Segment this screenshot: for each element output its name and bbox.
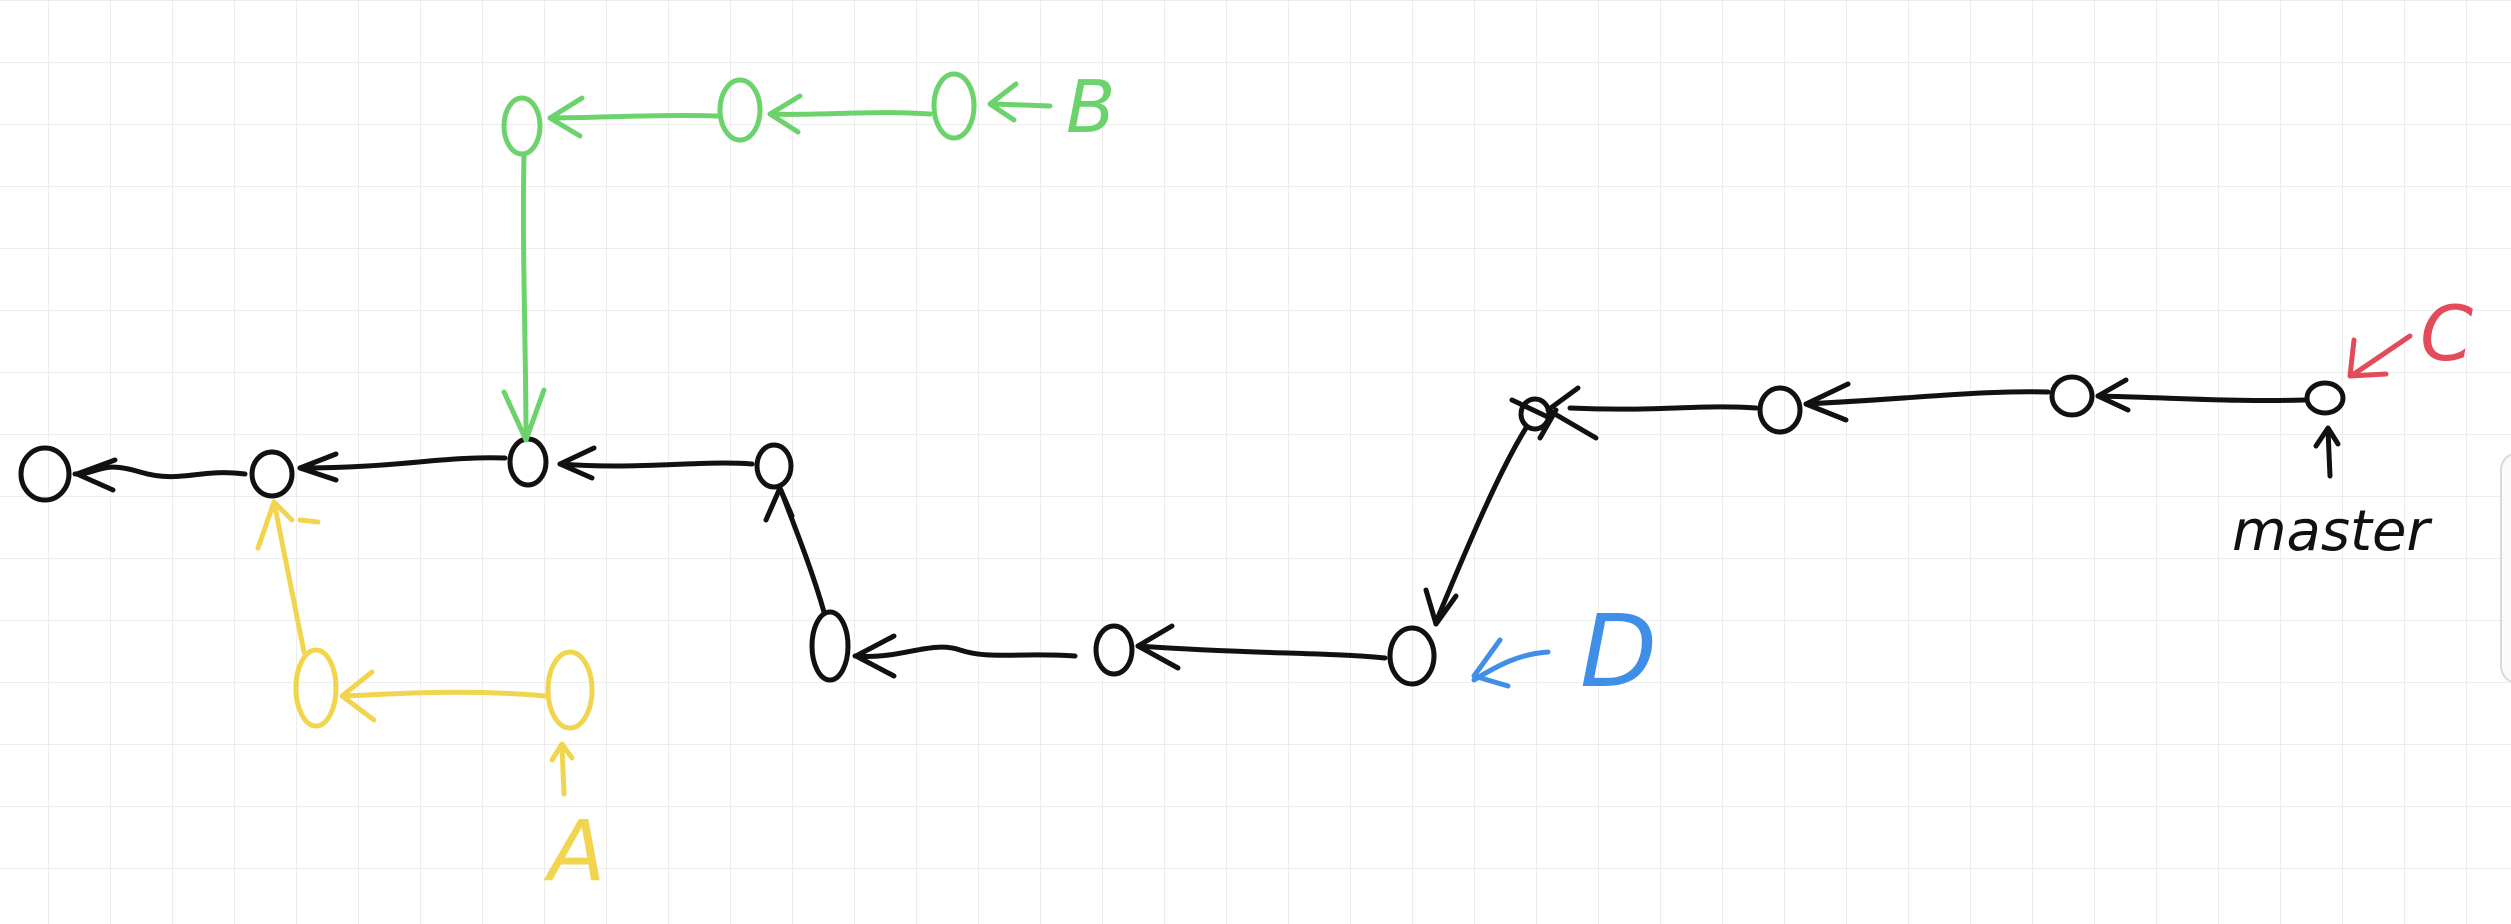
commit-edge xyxy=(547,112,721,121)
commit-node[interactable] xyxy=(809,609,851,683)
side-panel-handle[interactable] xyxy=(2500,452,2511,684)
commit-arrowhead xyxy=(1135,623,1181,671)
commit-edge xyxy=(2095,393,2308,404)
commit-arrowhead xyxy=(1803,381,1851,423)
commit-node[interactable] xyxy=(2049,374,2095,418)
commit-edge xyxy=(557,460,755,469)
commit-arrowhead xyxy=(763,485,795,523)
commit-edge xyxy=(767,110,933,117)
commit-arrowhead xyxy=(339,669,377,723)
commit-node[interactable] xyxy=(501,95,543,157)
pointer-d xyxy=(1471,637,1551,689)
pointer-c-arrow xyxy=(2351,333,2413,377)
pointer-d-arrowhead xyxy=(1471,637,1511,689)
commit-edge xyxy=(1803,389,2051,407)
commit-edge xyxy=(297,455,508,471)
master-pointer-arrowhead xyxy=(2313,425,2341,449)
commit-arrowhead xyxy=(2095,377,2131,413)
pointer-a-arrowhead xyxy=(549,741,575,763)
commit-edge xyxy=(1135,643,1388,661)
commit-node[interactable] xyxy=(18,445,72,503)
label-b: B xyxy=(1066,65,1115,149)
commit-edge xyxy=(343,689,548,699)
pointer-b-arrowhead xyxy=(987,81,1019,123)
label-c: C xyxy=(2420,289,2473,378)
commit-node[interactable] xyxy=(1518,396,1552,432)
commit-arrowhead xyxy=(1537,407,1559,441)
commit-arrowhead xyxy=(547,95,585,139)
commit-arrowhead xyxy=(297,451,339,483)
commit-node[interactable] xyxy=(2304,380,2346,416)
commit-arrowhead xyxy=(74,457,118,493)
commit-node[interactable] xyxy=(717,77,763,143)
commit-node[interactable] xyxy=(249,449,295,499)
commit-edge xyxy=(520,151,529,441)
commit-node[interactable] xyxy=(545,649,595,731)
commit-arrowhead xyxy=(297,517,321,525)
main-history xyxy=(18,374,2346,687)
label-a: A xyxy=(543,802,605,900)
label-d: D xyxy=(1580,593,1657,710)
commit-node[interactable] xyxy=(931,71,977,141)
pointer-b-arrow xyxy=(991,101,1053,109)
commit-arrowhead xyxy=(501,387,547,443)
pointer-c xyxy=(2347,333,2413,379)
commit-node[interactable] xyxy=(754,442,794,490)
commit-node[interactable] xyxy=(293,647,339,729)
commit-node[interactable] xyxy=(1093,623,1135,677)
commit-edge xyxy=(1433,425,1529,625)
commit-edge xyxy=(72,464,248,480)
commit-arrowhead xyxy=(1509,397,1553,421)
commit-arrowhead xyxy=(557,445,597,481)
pointer-d-arrow xyxy=(1471,649,1551,683)
commit-node[interactable] xyxy=(1387,625,1437,687)
commit-arrowhead xyxy=(1423,587,1459,627)
branch-a xyxy=(255,499,595,797)
commit-edge xyxy=(271,499,307,655)
branch-b xyxy=(501,71,1053,443)
pointer-a-arrow xyxy=(559,743,567,797)
commit-arrowhead xyxy=(853,633,897,679)
commit-arrowhead xyxy=(255,499,295,551)
commit-node[interactable] xyxy=(507,436,549,488)
pointer-c-arrowhead xyxy=(2347,337,2389,379)
commit-arrowhead xyxy=(767,93,803,135)
commit-node[interactable] xyxy=(1757,385,1803,435)
commit-edge xyxy=(1567,404,1759,412)
commit-edge xyxy=(852,644,1078,660)
commit-arrowhead xyxy=(1545,385,1599,441)
master-pointer-arrow xyxy=(2325,427,2333,479)
label-master: master xyxy=(2232,499,2432,564)
